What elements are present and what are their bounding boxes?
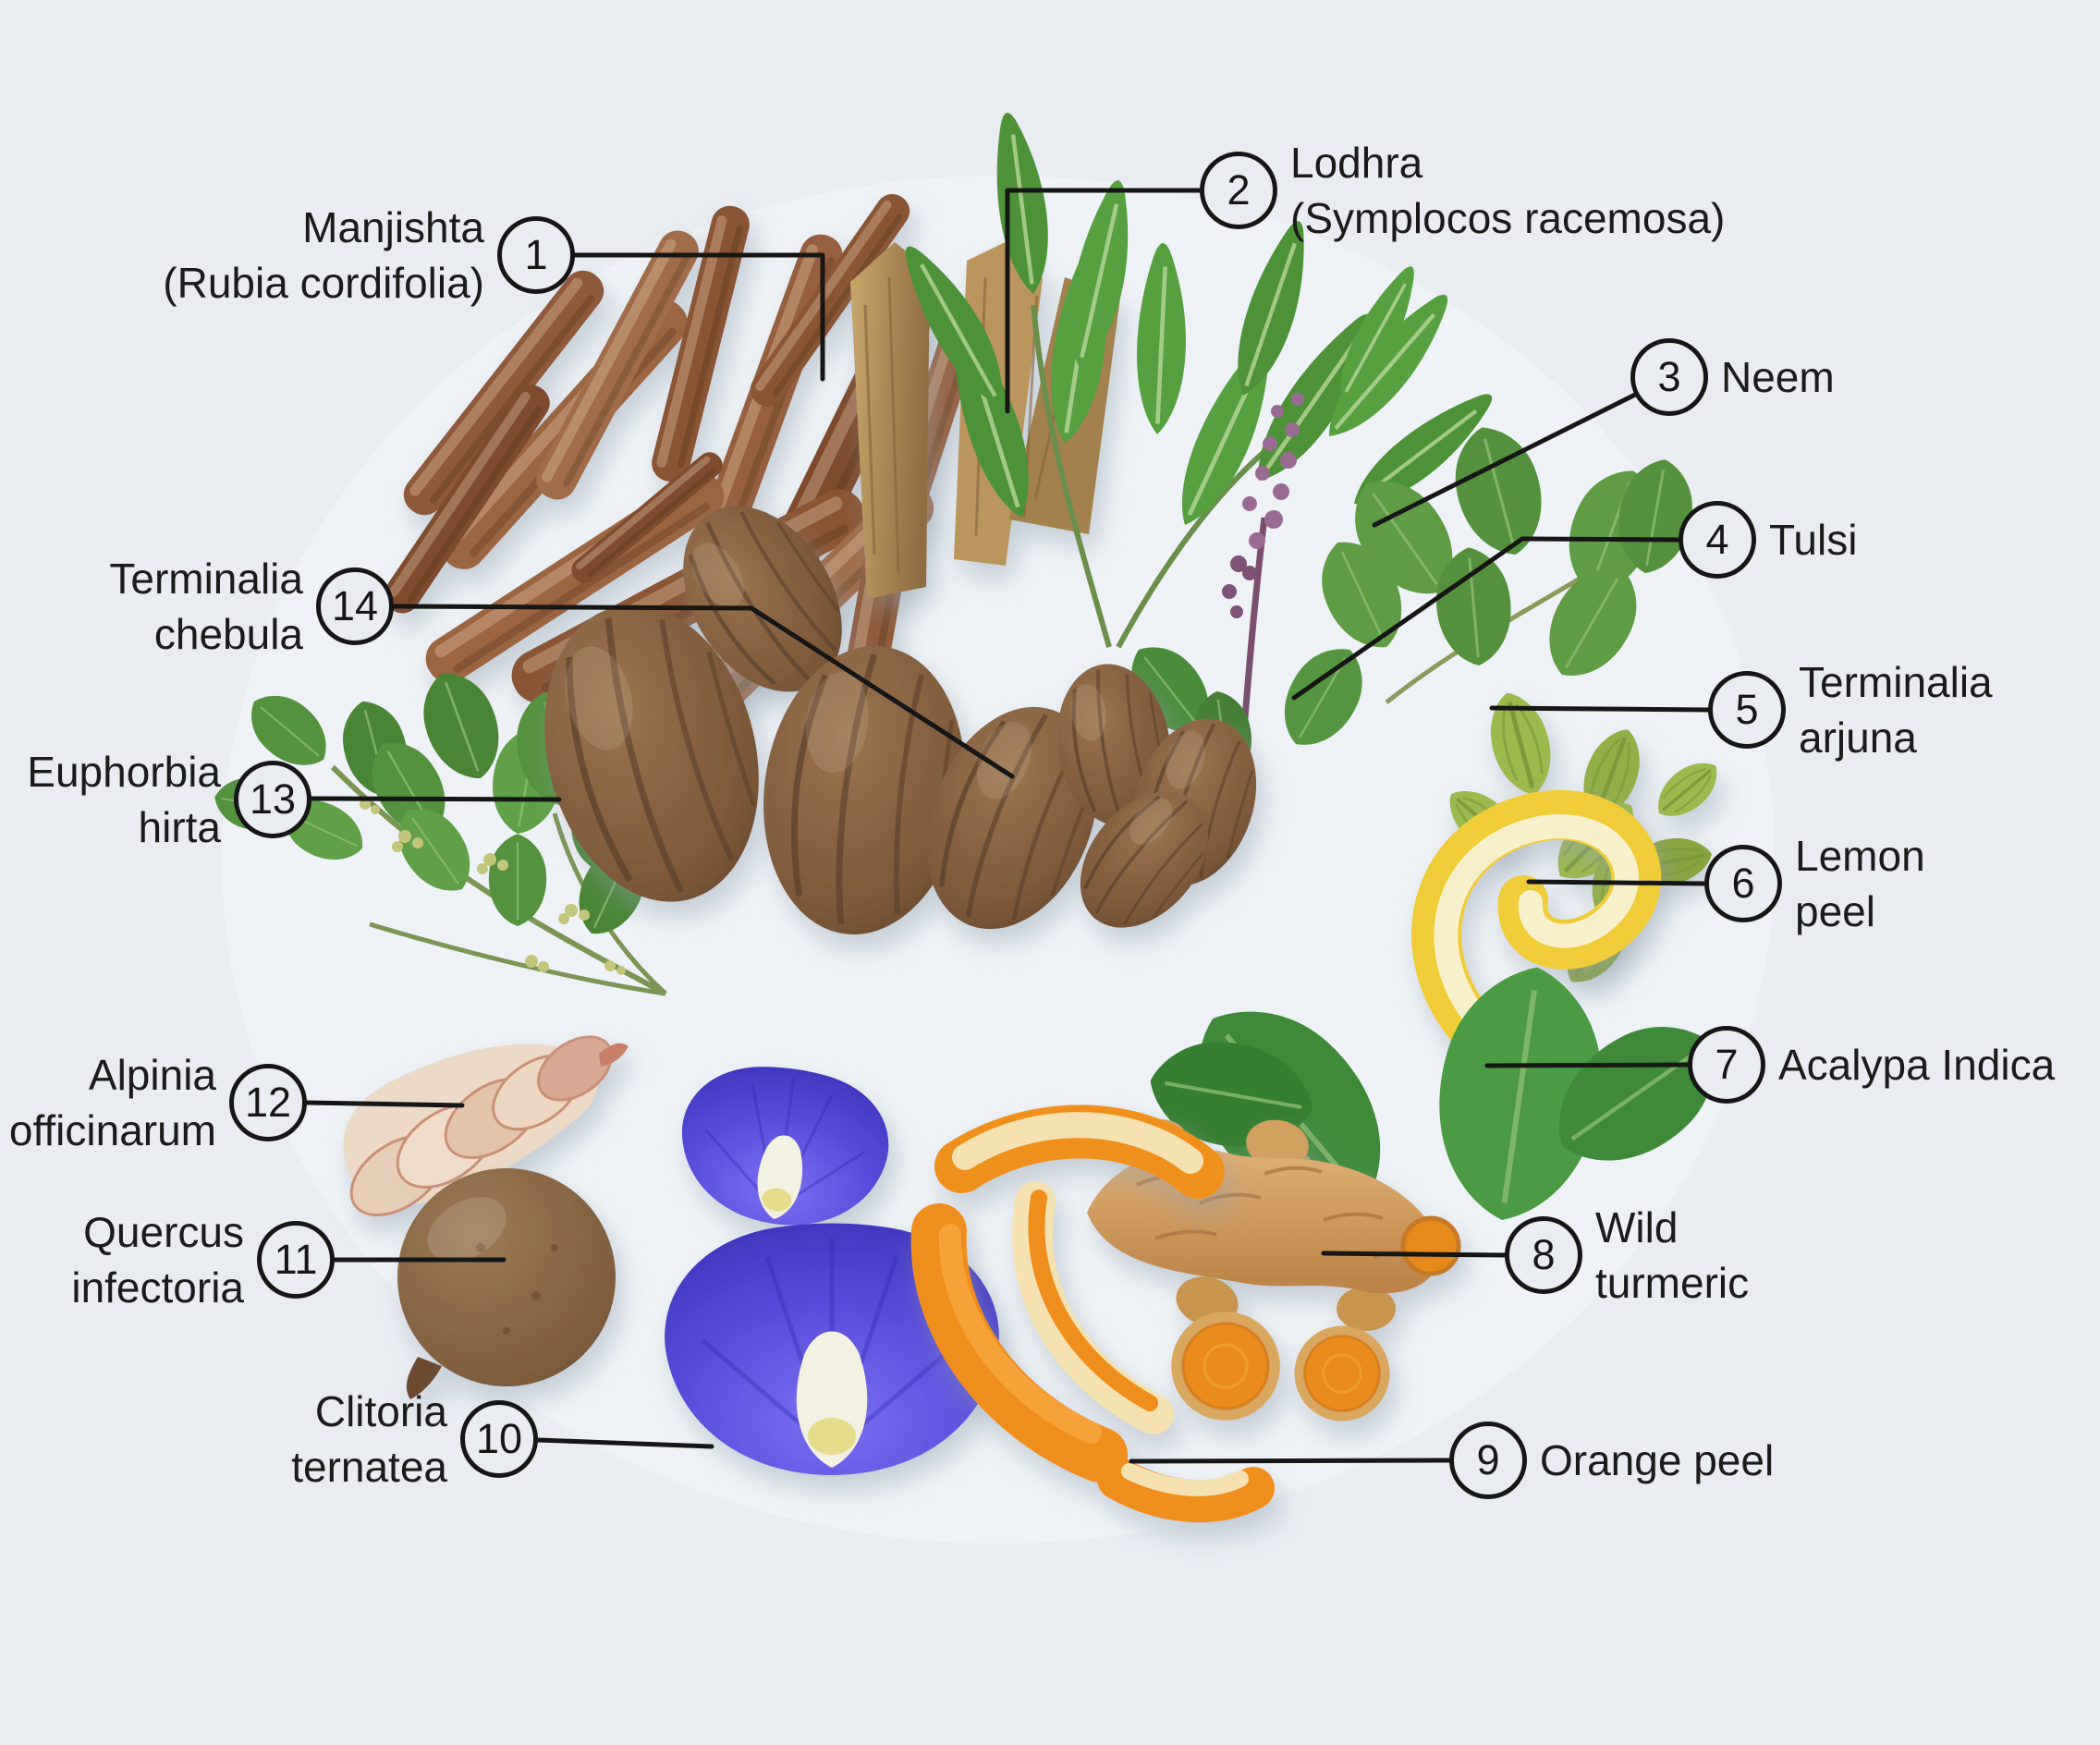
- label-text-line: Wild: [1595, 1203, 1679, 1251]
- label-number-5: 5: [1735, 686, 1759, 733]
- label-text-4: Tulsi: [1769, 512, 1857, 567]
- label-text-14: Terminalia chebula: [109, 551, 303, 662]
- lemon-peel-illustration: [1411, 790, 1662, 1049]
- label-text-line: Neem: [1721, 353, 1835, 401]
- label-number-11: 11: [274, 1236, 318, 1283]
- label-text-line: (Symplocos racemosa): [1290, 194, 1726, 242]
- label-text-12: Alpinia officinarum: [9, 1047, 216, 1158]
- leader-line-10: [535, 1437, 714, 1449]
- label-text-1: Manjishta (Rubia cordifolia): [163, 200, 484, 311]
- label-text-11: Quercus infectoria: [71, 1204, 244, 1315]
- label-circle-11: 11: [257, 1221, 335, 1299]
- label-number-8: 8: [1532, 1231, 1556, 1278]
- label-text-7: Acalypa Indica: [1778, 1037, 2055, 1092]
- label-text-line: Quercus: [83, 1208, 244, 1256]
- label-text-line: officinarum: [8, 1106, 216, 1154]
- leader-line-14: [391, 604, 1015, 779]
- leader-line-5: [1489, 705, 1711, 713]
- alpinia-officinarum-illustration: [343, 1035, 629, 1217]
- leader-line-2: [1005, 188, 1203, 414]
- label-text-line: Acalypa Indica: [1778, 1041, 2056, 1089]
- label-text-6: Lemon peel: [1795, 828, 1925, 939]
- label-text-3: Neem: [1721, 349, 1835, 405]
- label-text-8: Wild turmeric: [1595, 1200, 1749, 1311]
- label-text-line: peel: [1795, 887, 1875, 935]
- label-text-13: Euphorbia hirta: [27, 744, 221, 855]
- leader-line-7: [1484, 1062, 1691, 1068]
- label-number-2: 2: [1227, 166, 1251, 214]
- label-circle-6: 6: [1704, 845, 1782, 922]
- euphorbia-hirta-illustration: [209, 659, 678, 996]
- label-text-line: Tulsi: [1769, 516, 1858, 564]
- label-circle-12: 12: [229, 1064, 307, 1141]
- label-text-2: Lodhra (Symplocos racemosa): [1290, 135, 1725, 246]
- leader-line-4: [1291, 536, 1681, 701]
- label-circle-13: 13: [234, 761, 311, 838]
- label-text-line: ternatea: [291, 1443, 447, 1491]
- leader-lines: [304, 188, 1711, 1464]
- label-text-line: Orange peel: [1540, 1436, 1775, 1484]
- leader-line-1: [572, 252, 825, 382]
- leader-line-6: [1526, 879, 1707, 886]
- label-number-4: 4: [1705, 516, 1729, 563]
- label-text-line: infectoria: [71, 1263, 244, 1312]
- label-text-line: Lemon: [1795, 832, 1925, 880]
- orange-peel-illustration: [910, 1104, 1275, 1523]
- label-circle-14: 14: [316, 567, 394, 645]
- label-circle-3: 3: [1630, 338, 1708, 416]
- label-circle-4: 4: [1679, 501, 1756, 579]
- label-text-9: Orange peel: [1540, 1433, 1774, 1488]
- label-circle-9: 9: [1449, 1422, 1527, 1499]
- label-number-1: 1: [524, 231, 548, 278]
- label-circle-1: 1: [497, 216, 575, 294]
- label-number-6: 6: [1731, 860, 1755, 907]
- label-text-5: Terminalia arjuna: [1799, 654, 1993, 765]
- label-circle-2: 2: [1200, 152, 1277, 229]
- label-text-line: arjuna: [1799, 714, 1917, 762]
- leader-line-9: [1129, 1458, 1452, 1464]
- label-circle-10: 10: [460, 1400, 538, 1478]
- leader-line-8: [1321, 1251, 1508, 1258]
- label-number-12: 12: [244, 1079, 292, 1126]
- label-text-line: (Rubia cordifolia): [163, 259, 484, 307]
- label-text-line: hirta: [138, 803, 221, 851]
- label-circle-7: 7: [1688, 1026, 1765, 1104]
- label-number-13: 13: [249, 775, 297, 823]
- label-text-line: chebula: [153, 610, 303, 658]
- label-number-9: 9: [1476, 1436, 1500, 1483]
- label-text-line: Terminalia: [109, 555, 303, 603]
- label-number-3: 3: [1657, 353, 1681, 400]
- quercus-infectoria-illustration: [397, 1168, 616, 1399]
- label-text-line: Euphorbia: [27, 748, 221, 796]
- terminalia-arjuna-illustration: [1303, 415, 1730, 995]
- label-circle-8: 8: [1505, 1216, 1582, 1294]
- label-text-line: Terminalia: [1799, 658, 1993, 706]
- label-text-10: Clitoria ternatea: [291, 1384, 447, 1495]
- label-text-line: Clitoria: [314, 1387, 447, 1435]
- leader-line-12: [304, 1100, 465, 1108]
- leader-line-3: [1372, 392, 1638, 528]
- label-text-line: Manjishta: [302, 203, 484, 251]
- label-number-7: 7: [1715, 1041, 1739, 1088]
- neem-leaves-illustration: [889, 109, 1506, 649]
- label-text-line: turmeric: [1595, 1259, 1750, 1307]
- label-circle-5: 5: [1708, 671, 1786, 749]
- label-number-14: 14: [331, 582, 379, 629]
- label-text-line: Alpinia: [88, 1051, 216, 1099]
- label-number-10: 10: [475, 1415, 523, 1462]
- label-text-line: Lodhra: [1290, 139, 1423, 187]
